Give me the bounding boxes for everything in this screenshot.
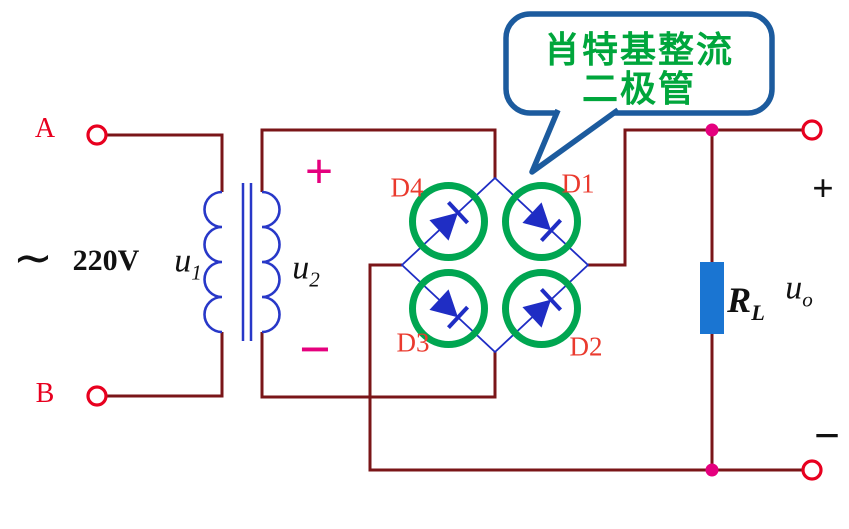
mains-voltage-label: 220V — [72, 244, 140, 277]
wire-dc-plus-rail — [588, 128, 803, 267]
highlight-ring-d3 — [409, 269, 488, 348]
secondary-winding — [261, 190, 281, 334]
ac-source-symbol: ∼ — [12, 232, 54, 285]
diode-d3-label: D3 — [396, 327, 430, 358]
uo-base: u — [785, 269, 803, 307]
output-terminal-minus — [801, 459, 823, 481]
u1-subscript: 1 — [191, 260, 202, 285]
diode-d3 — [429, 289, 470, 329]
rl-subscript: L — [751, 299, 765, 325]
diode-d1-label: D1 — [561, 168, 595, 199]
junction-dot-top — [705, 123, 719, 137]
junction-dot-bottom — [705, 463, 719, 477]
diode-d4-cathode-bar — [446, 201, 470, 225]
diode-d4 — [429, 201, 470, 241]
terminal-b — [86, 385, 108, 407]
diode-d3-cathode-bar — [446, 305, 470, 329]
wire-secondary-bottom — [260, 332, 497, 399]
diode-d2-label: D2 — [569, 331, 603, 362]
diode-d1-triangle — [522, 202, 552, 231]
load-resistor-label: RL — [727, 282, 765, 325]
highlight-ring-d4 — [409, 182, 488, 261]
secondary-minus-sign: − — [299, 319, 331, 381]
secondary-voltage-label: u2 — [292, 249, 320, 292]
diode-d3-triangle — [429, 289, 459, 318]
diode-d2-cathode-bar — [539, 288, 563, 312]
u2-base: u — [292, 249, 310, 287]
diode-d4-label: D4 — [390, 172, 424, 203]
wire-secondary-top — [260, 128, 497, 192]
diode-d2-triangle — [522, 299, 552, 328]
primary-winding — [203, 190, 223, 334]
callout-text-line2: 二极管 — [581, 68, 697, 109]
u2-subscript: 2 — [309, 267, 320, 292]
diode-d1-cathode-bar — [539, 218, 563, 242]
highlight-ring-d2 — [502, 269, 581, 348]
bridge-diamond — [400, 176, 590, 354]
output-terminal-plus — [801, 119, 823, 141]
primary-voltage-label: u1 — [174, 242, 202, 285]
wire-dc-minus-rail — [368, 263, 803, 472]
callout-tail — [529, 107, 620, 175]
highlight-ring-d1 — [502, 182, 581, 261]
wire-primary-bottom — [106, 332, 224, 398]
terminal-a — [86, 124, 108, 146]
output-minus-sign: − — [813, 410, 841, 461]
output-plus-sign: + — [812, 168, 834, 210]
wire-primary-top — [106, 133, 224, 192]
diode-d1 — [522, 202, 563, 242]
secondary-plus-sign: + — [304, 143, 334, 199]
terminal-b-label: B — [35, 378, 55, 409]
terminal-a-label: A — [34, 113, 56, 144]
callout-text-line1: 肖特基整流 — [543, 29, 735, 70]
u1-base: u — [174, 242, 192, 280]
load-resistor — [700, 262, 724, 334]
rl-base: R — [727, 279, 752, 320]
output-voltage-label: uo — [785, 269, 813, 312]
diode-d4-triangle — [429, 212, 459, 241]
uo-subscript: o — [802, 287, 813, 312]
diode-d2 — [522, 288, 563, 328]
callout-bubble — [503, 11, 775, 116]
